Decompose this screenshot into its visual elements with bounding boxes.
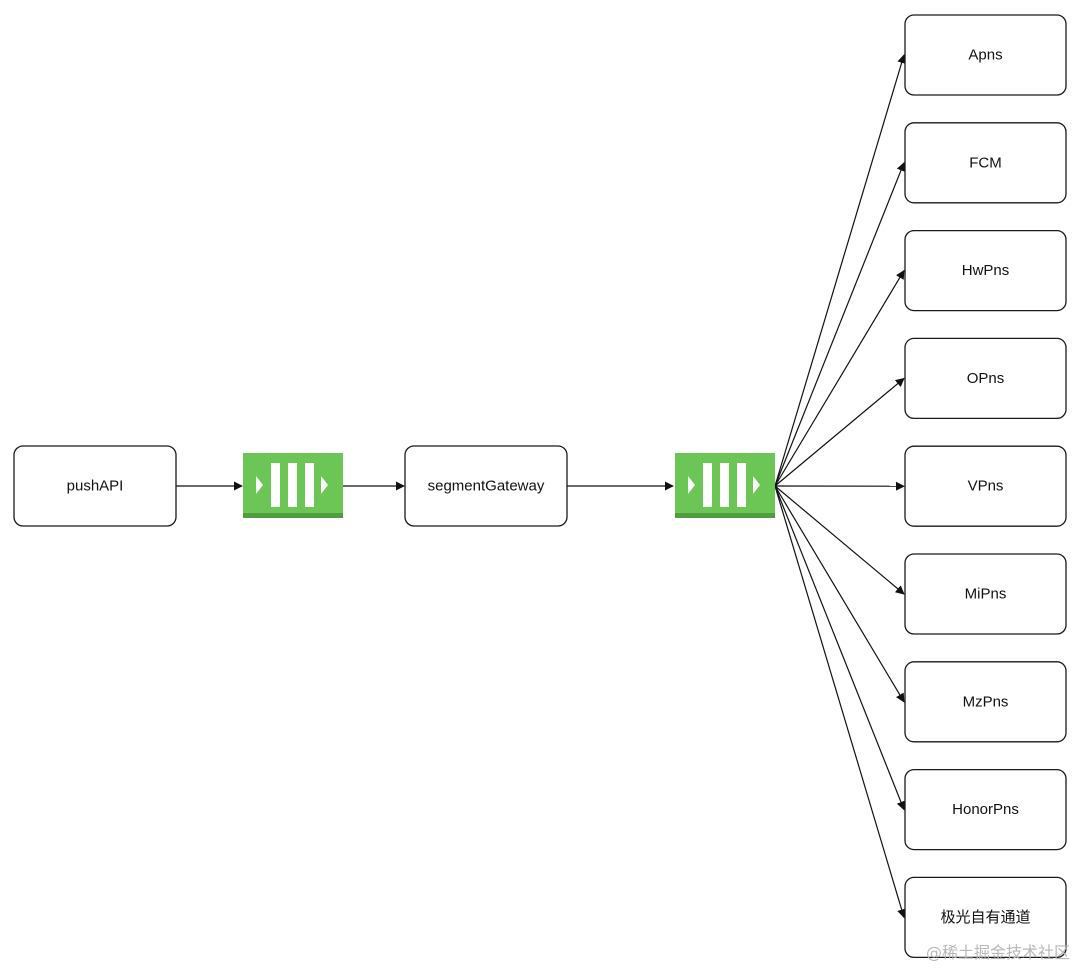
pushapi-label: pushAPI [67,478,124,495]
queue-in-chevron [256,476,263,494]
channel-box [904,122,1067,204]
channel-label-jiguang: 极光自有通道 [940,909,1030,926]
edge-to-fcm [774,161,906,487]
queue-bar [288,463,297,507]
segment-gateway-node: segmentGateway [404,445,568,527]
edge-to-hwpns [774,269,905,487]
channel-label-honorpns: HonorPns [952,801,1019,818]
fanout-edges [774,54,906,919]
channel-box [904,229,1067,312]
queue-base [243,513,343,518]
edge-to-honorpns [774,485,906,811]
channel-label-mzpns: MzPns [963,693,1009,710]
channel-box [904,876,1067,959]
message-queue-icon [243,453,343,518]
channel-label-hwpns: HwPns [962,262,1010,279]
channel-node-apns: Apns [904,14,1067,96]
queue-base [675,513,775,518]
channel-box [904,14,1067,96]
edge-to-jiguang [774,485,906,919]
channel-node-vpns: VPns [904,445,1067,527]
channel-node-mzpns: MzPns [904,661,1067,743]
watermark: @稀土掘金技术社区 [926,943,1070,962]
queue-bar [737,463,746,507]
queue-bar [703,463,712,507]
message-queue-icon [675,453,775,518]
edge-to-mipns [774,485,905,595]
channel-node-fcm: FCM [904,122,1067,204]
queue-bar [720,463,729,507]
edge-to-mzpns [774,485,905,703]
pushapi-node: pushAPI [13,445,177,527]
channel-node-hwpns: HwPns [904,229,1067,312]
channel-box [904,337,1067,420]
channel-node-jiguang: 极光自有通道 [904,876,1067,959]
channel-node-honorpns: HonorPns [904,768,1067,851]
channel-label-vpns: VPns [968,478,1004,495]
channel-label-apns: Apns [968,47,1002,64]
channel-node-mipns: MiPns [904,553,1067,635]
channel-box [904,553,1067,635]
channel-label-opns: OPns [967,370,1005,387]
segment-gateway-label: segmentGateway [428,478,545,495]
edge-to-opns [774,377,905,487]
queue-out-chevron [321,476,328,494]
channel-label-fcm: FCM [969,154,1002,171]
channel-box [904,445,1067,527]
queue-bar [271,463,280,507]
queue-bar [305,463,314,507]
edge-to-apns [774,54,906,487]
queue-out-chevron [753,476,760,494]
channel-box [904,661,1067,743]
channel-label-mipns: MiPns [965,586,1007,603]
channel-box [904,768,1067,851]
channel-node-opns: OPns [904,337,1067,420]
queue-in-chevron [688,476,695,494]
